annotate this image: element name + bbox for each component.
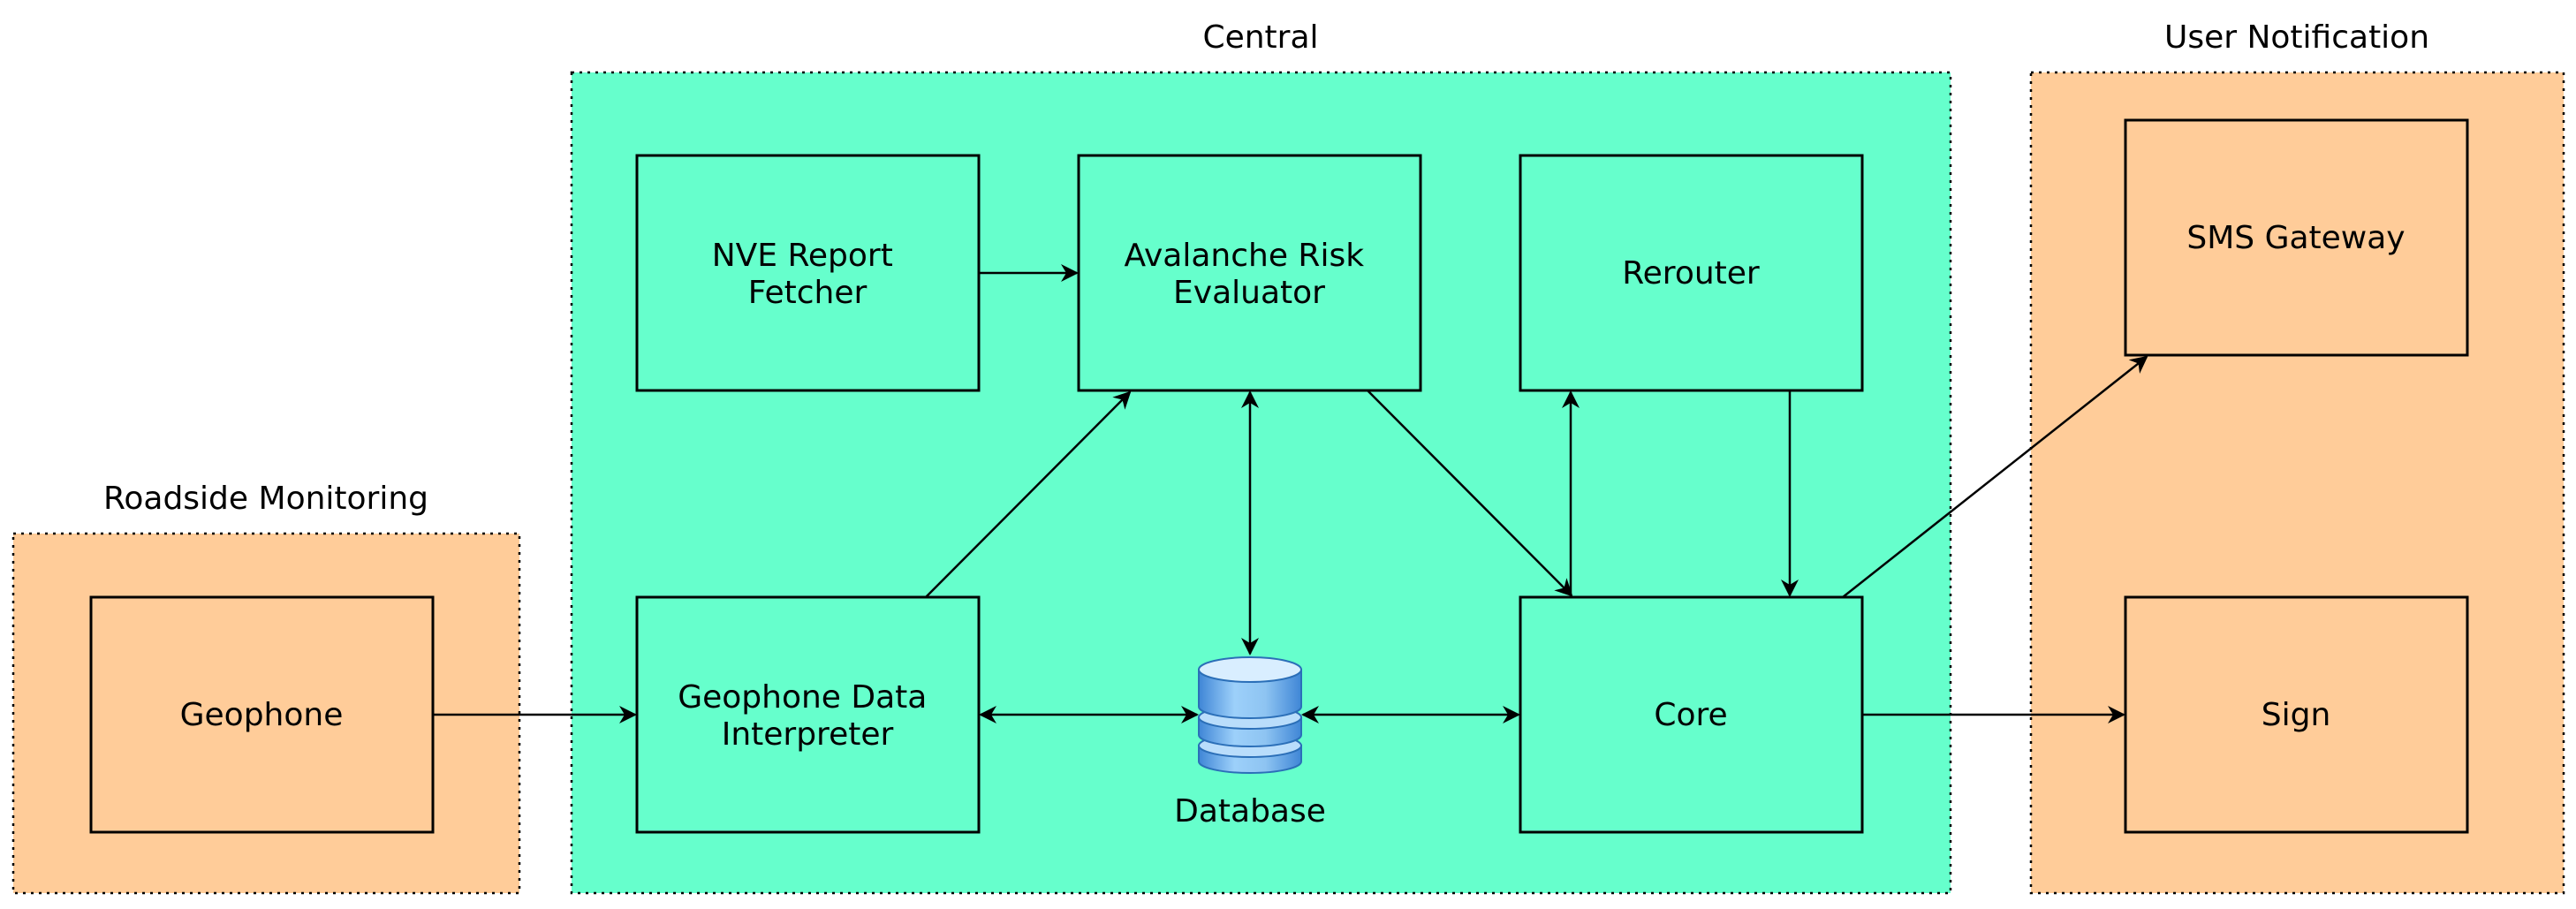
- sms-gateway-label: SMS Gateway: [2186, 220, 2405, 256]
- nve-report-fetcher-label: NVE Report Fetcher: [712, 238, 904, 311]
- edge-interpreter-to-evaluator: [925, 390, 1132, 598]
- sms-gateway-box: SMS Gateway: [2124, 118, 2469, 357]
- core-label: Core: [1654, 697, 1727, 733]
- connectors: [433, 264, 2148, 723]
- geophone-box: Geophone: [89, 595, 435, 834]
- geophone-data-interpreter-box: Geophone Data Interpreter: [635, 595, 981, 834]
- database-label: Database: [1174, 793, 1326, 829]
- rerouter-label: Rerouter: [1622, 255, 1760, 292]
- rerouter-box: Rerouter: [1519, 154, 1864, 392]
- sign-label: Sign: [2262, 697, 2331, 733]
- group-title-roadside: Roadside Monitoring: [103, 481, 428, 517]
- database-icon: [1198, 656, 1302, 774]
- core-box: Core: [1519, 595, 1864, 834]
- sign-box: Sign: [2124, 595, 2469, 834]
- edge-core-to-sms: [1842, 355, 2148, 598]
- group-title-central: Central: [1202, 19, 1318, 56]
- geophone-label: Geophone: [180, 697, 344, 733]
- geophone-data-interpreter-label: Geophone Data Interpreter: [678, 679, 937, 753]
- nve-report-fetcher-box: NVE Report Fetcher: [635, 154, 981, 392]
- edge-evaluator-to-core: [1367, 390, 1573, 597]
- avalanche-risk-evaluator-label: Avalanche Risk Evaluator: [1124, 238, 1374, 311]
- avalanche-risk-evaluator-box: Avalanche Risk Evaluator: [1077, 154, 1422, 392]
- group-title-user-notification: User Notification: [2164, 19, 2429, 56]
